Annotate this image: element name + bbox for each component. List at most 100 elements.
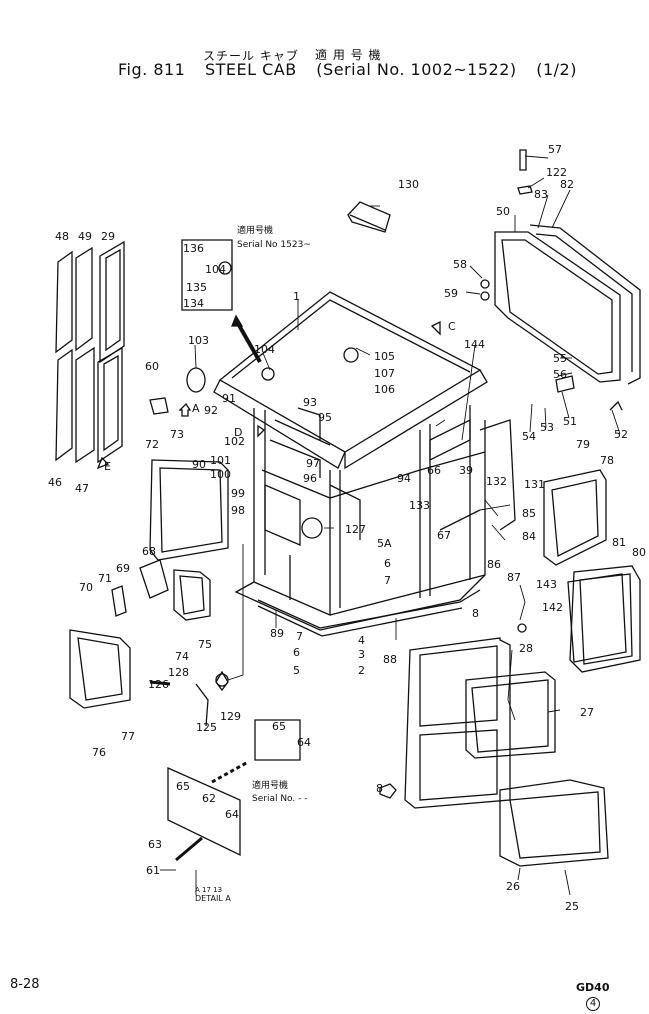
callout: 89 bbox=[270, 627, 284, 640]
side-windows-right bbox=[543, 469, 641, 673]
arrow-label-e: E bbox=[104, 460, 111, 473]
callout: 51 bbox=[563, 415, 577, 428]
small-parts bbox=[111, 149, 623, 862]
callout: 5 bbox=[293, 664, 300, 677]
left-side-windows bbox=[69, 459, 229, 709]
callout: 104 bbox=[254, 343, 275, 356]
callout: 92 bbox=[204, 404, 218, 417]
cab-frame bbox=[234, 405, 516, 631]
door-assembly bbox=[404, 637, 609, 867]
callout: 133 bbox=[409, 499, 430, 512]
arrow-label-a: A bbox=[192, 402, 200, 415]
callout: 25 bbox=[565, 900, 579, 913]
callout: 144 bbox=[464, 338, 485, 351]
callout: 68 bbox=[142, 545, 156, 558]
callout: 125 bbox=[196, 721, 217, 734]
callout: 39 bbox=[459, 464, 473, 477]
model-code: GD40 bbox=[576, 981, 610, 994]
callout: 2 bbox=[358, 664, 365, 677]
detail-label: DETAIL A bbox=[195, 894, 231, 903]
callout: 6 bbox=[293, 646, 300, 659]
detail-scale: A 17 13 bbox=[195, 886, 222, 894]
callout: 122 bbox=[546, 166, 567, 179]
serial-range: (Serial No. 1002~1522) bbox=[316, 60, 517, 79]
callout: 65 bbox=[176, 780, 190, 793]
callout: 97 bbox=[306, 457, 320, 470]
callout: 75 bbox=[198, 638, 212, 651]
callout: 142 bbox=[542, 601, 563, 614]
callout: 78 bbox=[600, 454, 614, 467]
callout: 59 bbox=[444, 287, 458, 300]
callout: 56 bbox=[553, 368, 567, 381]
callout: 104 bbox=[205, 263, 226, 276]
callout: 83 bbox=[534, 188, 548, 201]
title-japanese: スチール キャブ bbox=[203, 49, 299, 63]
callout: 93 bbox=[303, 396, 317, 409]
callout: 7 bbox=[384, 574, 391, 587]
callout: 106 bbox=[374, 383, 395, 396]
callout: 48 bbox=[55, 230, 69, 243]
callout: 64 bbox=[297, 736, 311, 749]
callout: 87 bbox=[507, 571, 521, 584]
inset-bottom-jp: 適用号機 bbox=[252, 779, 288, 791]
callout: 103 bbox=[188, 334, 209, 347]
callout: 81 bbox=[612, 536, 626, 549]
arrow-label-d: D bbox=[234, 426, 242, 439]
callout: 66 bbox=[427, 464, 441, 477]
callout: 76 bbox=[92, 746, 106, 759]
callout: 74 bbox=[175, 650, 189, 663]
callout: 49 bbox=[78, 230, 92, 243]
callout: 134 bbox=[183, 297, 204, 310]
inset-top-jp: 適用号機 bbox=[237, 224, 273, 236]
callout: 107 bbox=[374, 367, 395, 380]
callout: 132 bbox=[486, 475, 507, 488]
sheet-number: 4 bbox=[586, 997, 600, 1011]
callout: 126 bbox=[148, 678, 169, 691]
figure-number: Fig. 811 bbox=[118, 60, 186, 79]
callout: 99 bbox=[231, 487, 245, 500]
callout: 3 bbox=[358, 648, 365, 661]
callout: 47 bbox=[75, 482, 89, 495]
callout: 4 bbox=[358, 634, 365, 647]
callout: 143 bbox=[536, 578, 557, 591]
callout: 80 bbox=[632, 546, 646, 559]
callout: 67 bbox=[437, 529, 451, 542]
callout: 62 bbox=[202, 792, 216, 805]
callout: 50 bbox=[496, 205, 510, 218]
callout: 53 bbox=[540, 421, 554, 434]
callout: 102 bbox=[224, 435, 245, 448]
callout: 96 bbox=[303, 472, 317, 485]
leader-lines bbox=[160, 155, 621, 896]
direction-arrows bbox=[96, 314, 441, 799]
callout: 60 bbox=[145, 360, 159, 373]
figure-title: Fig. 811 STEEL CAB (Serial No. 1002~1522… bbox=[118, 60, 591, 79]
callout: 90 bbox=[192, 458, 206, 471]
cab-roof bbox=[213, 291, 488, 470]
callout: 57 bbox=[548, 143, 562, 156]
callout: 88 bbox=[383, 653, 397, 666]
callout: 100 bbox=[210, 468, 231, 481]
callout: 46 bbox=[48, 476, 62, 489]
callout: 84 bbox=[522, 530, 536, 543]
callout: 127 bbox=[345, 523, 366, 536]
callout: 128 bbox=[168, 666, 189, 679]
callout: 63 bbox=[148, 838, 162, 851]
callout: 71 bbox=[98, 572, 112, 585]
callout: 77 bbox=[121, 730, 135, 743]
callout: 130 bbox=[398, 178, 419, 191]
callout: 91 bbox=[222, 392, 236, 405]
callout: 5A bbox=[377, 537, 392, 550]
callout: 54 bbox=[522, 430, 536, 443]
upper-right-window bbox=[494, 224, 641, 385]
callout: 105 bbox=[374, 350, 395, 363]
callout: 136 bbox=[183, 242, 204, 255]
callout: 29 bbox=[101, 230, 115, 243]
callout: 6 bbox=[384, 557, 391, 570]
callout: 70 bbox=[79, 581, 93, 594]
page-indicator: (1/2) bbox=[536, 60, 577, 79]
inset-top-serial: Serial No 1523~ bbox=[237, 240, 311, 250]
callout: 86 bbox=[487, 558, 501, 571]
callout: 72 bbox=[145, 438, 159, 451]
